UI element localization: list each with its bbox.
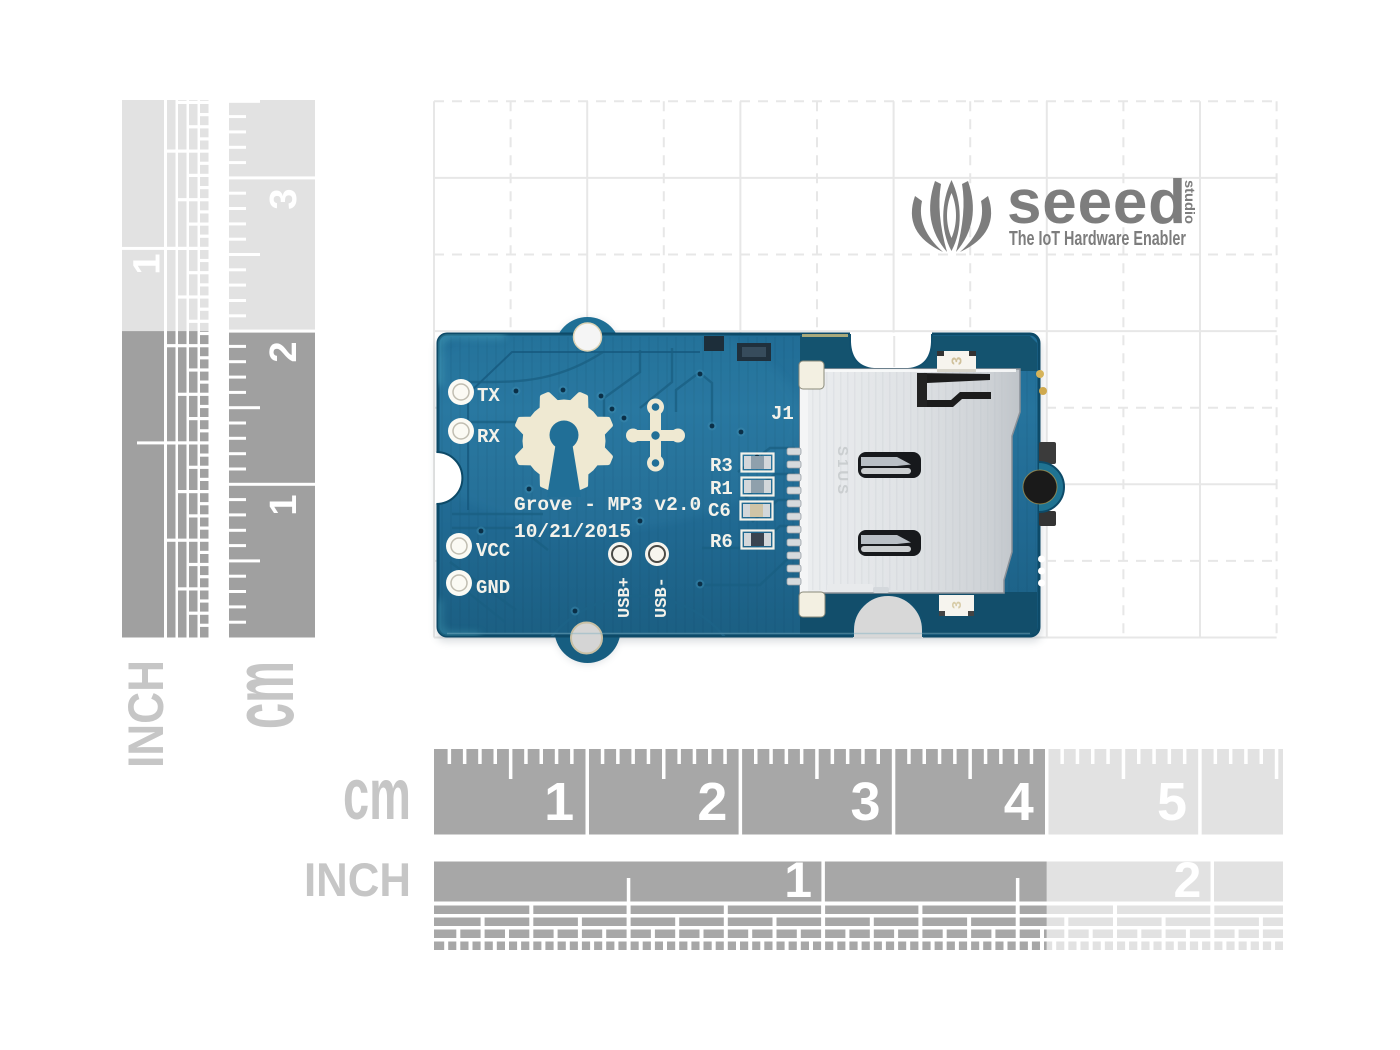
svg-text:1: 1 [263,494,305,515]
svg-text:2: 2 [697,772,727,832]
svg-text:USB+: USB+ [616,577,635,618]
svg-text:The IoT Hardware Enabler: The IoT Hardware Enabler [1009,228,1186,250]
svg-text:J1: J1 [771,403,794,425]
svg-text:5: 5 [1157,772,1187,832]
svg-text:10/21/2015: 10/21/2015 [514,521,631,543]
svg-text:R3: R3 [710,455,733,477]
svg-text:TX: TX [477,385,500,407]
svg-text:USB-: USB- [653,577,672,618]
svg-text:INCH: INCH [304,853,411,906]
svg-text:R6: R6 [710,531,733,553]
svg-text:1: 1 [127,253,169,274]
svg-text:INCH: INCH [118,660,174,768]
svg-text:2: 2 [263,341,305,362]
svg-text:4: 4 [1004,772,1034,832]
svg-text:R1: R1 [710,478,733,500]
svg-text:seeed: seeed [1007,168,1187,237]
svg-text:3: 3 [950,601,966,609]
svg-text:C6: C6 [708,500,731,522]
svg-text:S1US: S1US [834,446,851,497]
svg-text:1: 1 [784,852,812,908]
svg-text:VCC: VCC [476,540,510,562]
svg-text:Grove - MP3 v2.0: Grove - MP3 v2.0 [514,494,701,516]
svg-text:cm: cm [216,661,312,729]
svg-text:2: 2 [1173,852,1201,908]
svg-text:1: 1 [544,772,574,832]
svg-text:3: 3 [263,188,305,209]
svg-text:3: 3 [950,356,967,365]
svg-text:studio: studio [1182,180,1198,224]
svg-text:GND: GND [476,577,510,599]
svg-text:RX: RX [477,426,500,448]
svg-text:3: 3 [851,772,881,832]
svg-text:cm: cm [343,755,411,835]
